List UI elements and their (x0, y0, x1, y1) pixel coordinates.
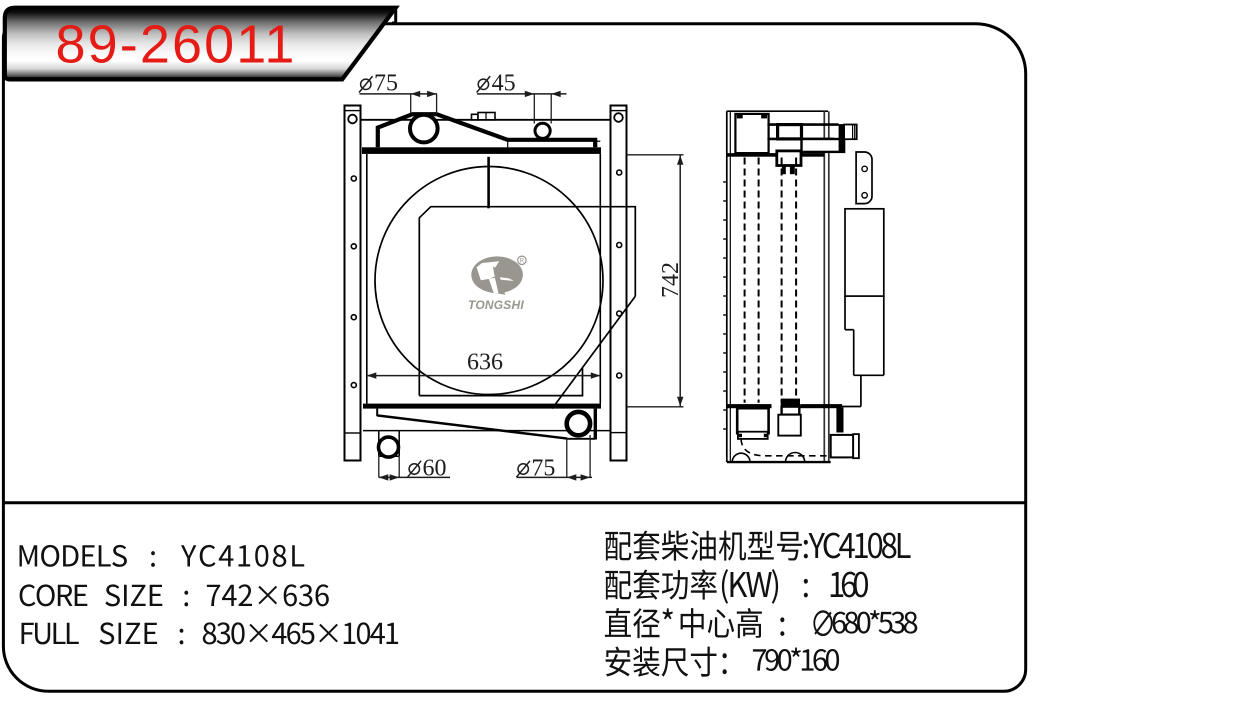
svg-text:TONGSHI: TONGSHI (468, 298, 524, 312)
svg-text:89-26011: 89-26011 (55, 15, 296, 75)
svg-text:45: 45 (492, 71, 516, 97)
svg-text:636: 636 (467, 349, 503, 375)
svg-text:R: R (520, 259, 525, 265)
svg-text:75: 75 (374, 71, 398, 97)
svg-text:742: 742 (658, 262, 684, 298)
